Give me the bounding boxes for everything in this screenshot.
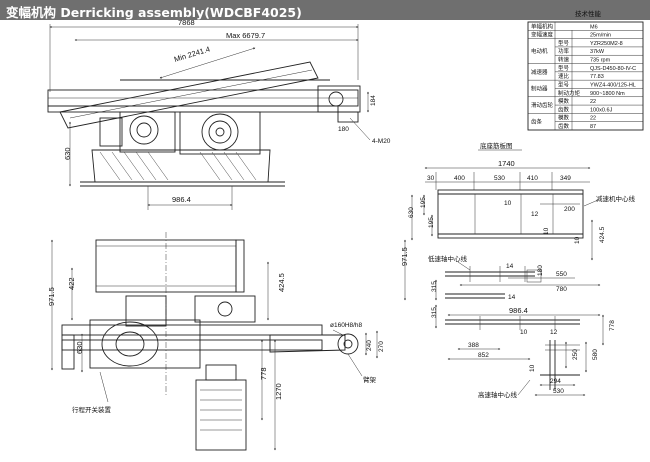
dim-plan-778: 778: [259, 367, 268, 380]
base-plate-view: 底座筋板图 1740 30 400 530 410 349 200 10 12 …: [400, 141, 636, 399]
dim-315b: 315: [431, 307, 438, 318]
dim-270: 270: [378, 341, 385, 352]
dim-780: 780: [556, 286, 567, 293]
title-bar: 变幅机构 Derricking assembly(WDCBF4025): [0, 0, 650, 20]
dim-total: 7868: [178, 18, 195, 27]
spec-group-label: 齿条: [531, 118, 543, 126]
dim-852: 852: [478, 352, 489, 359]
dim-200: 200: [564, 206, 575, 213]
dim-10b: 10: [543, 227, 550, 235]
dim-10c: 10: [574, 236, 581, 244]
spec-row-value: 100x0.6J: [590, 107, 613, 113]
dim-10d: 10: [520, 329, 528, 336]
dim-top-1: 400: [454, 175, 465, 182]
dim-240: 240: [366, 340, 373, 351]
dim-plan-424: 424.5: [277, 273, 286, 292]
spec-row-name: 型号: [558, 80, 570, 88]
dim-550: 550: [556, 271, 567, 278]
dim-315a: 315: [431, 281, 438, 292]
dim-10e: 10: [529, 364, 536, 372]
dim-top-0: 30: [427, 175, 435, 182]
dim-base: 986.4: [172, 195, 191, 204]
spec-row-name: 型号: [558, 39, 570, 47]
spec-row-value: 37kW: [590, 49, 605, 55]
label-arm: 臂架: [363, 375, 377, 384]
label-high-center: 高速轴中心线: [478, 390, 518, 399]
spec-row-value: 87: [590, 124, 596, 130]
dim-top-2: 530: [494, 175, 505, 182]
dim-184: 184: [370, 95, 377, 106]
dim-base-986: 986.4: [509, 306, 528, 315]
page-title: 变幅机构 Derricking assembly(WDCBF4025): [6, 5, 302, 20]
spec-row-name: 变幅速度: [531, 31, 554, 39]
spec-row-name: 模数: [558, 114, 570, 122]
plan-view: 971.5 422 424.5 630 ø160H8/h8 240 270 臂架…: [47, 232, 385, 451]
spec-row-name: 模数: [558, 97, 570, 105]
spec-row-name: 齿数: [558, 122, 570, 130]
dim-top-4: 349: [560, 175, 571, 182]
spec-group-label: 制动器: [531, 84, 548, 92]
dim-12b: 12: [550, 329, 558, 336]
dim-388: 388: [468, 342, 479, 349]
spec-row-name: 型号: [558, 64, 570, 72]
dim-1740: 1740: [498, 159, 515, 168]
dim-base-778: 778: [609, 320, 616, 331]
dim-195-1: 195: [420, 197, 427, 208]
dim-base-971: 971.5: [400, 247, 409, 266]
dim-14a: 14: [506, 263, 514, 270]
spec-row-name: 功率: [558, 47, 570, 55]
dim-plan-1270: 1270: [274, 383, 283, 400]
spec-group-label: 滑动齿轮: [531, 101, 554, 109]
dim-max: Max 6679.7: [226, 31, 265, 40]
dim-10a: 10: [504, 200, 512, 207]
dim-plan-630: 630: [75, 341, 84, 354]
dim-plan-971: 971.5: [47, 287, 56, 306]
side-view: 7868 Max 6679.7 Min 2241.4 184 180 4-M20: [47, 18, 391, 210]
dim-580: 580: [592, 349, 599, 360]
dim-plan-422: 422: [67, 277, 76, 290]
spec-row-value: 77.83: [590, 74, 604, 80]
dim-base-530: 530: [553, 388, 564, 395]
spec-row-name: 制动力矩: [558, 89, 581, 97]
dim-250: 250: [572, 349, 579, 360]
spec-row-name: 速比: [558, 72, 570, 80]
dim-base-630: 630: [408, 207, 415, 218]
dim-12a: 12: [531, 211, 539, 218]
spec-row-value: QJS-D450-80-IV-C: [590, 66, 636, 72]
dim-min: Min 2241.4: [173, 44, 211, 63]
spec-group-label: 电动机: [531, 47, 548, 55]
dim-195-2: 195: [428, 217, 435, 228]
dim-294: 294: [550, 378, 561, 385]
spec-row-name: 单幅机构: [531, 22, 554, 30]
dim-base-180: 180: [537, 265, 544, 276]
spec-row-value: M6: [590, 24, 598, 30]
spec-row-name: 转速: [558, 56, 570, 64]
label-switch: 行程开关装置: [72, 405, 112, 414]
spec-row-value: YWZ4-400/125-HL: [590, 82, 636, 88]
dim-180: 180: [338, 126, 349, 133]
label-low-center: 低速轴中心线: [428, 254, 468, 263]
dim-14b: 14: [508, 294, 516, 301]
spec-row-value: 22: [590, 116, 596, 122]
spec-row-value: 900~1800 Nm: [590, 91, 625, 97]
label-slow-center: 减速机中心线: [596, 194, 636, 203]
spec-row-value: 22: [590, 99, 596, 105]
spec-row-name: 齿数: [558, 105, 570, 113]
dim-bolt: 4-M20: [372, 138, 391, 145]
dim-base-424: 424.5: [599, 226, 606, 243]
spec-row-value: YZR250M2-8: [590, 41, 623, 47]
dim-shaft: ø160H8/h8: [330, 322, 363, 329]
dim-top-3: 410: [527, 175, 538, 182]
base-plate-title: 底座筋板图: [480, 141, 513, 150]
spec-group-label: 减速器: [531, 68, 548, 76]
dim-630: 630: [63, 147, 72, 160]
spec-row-value: 735 rpm: [590, 58, 611, 64]
spec-row-value: 25m/min: [590, 33, 611, 39]
spec-table-title: 技术性能: [575, 9, 602, 18]
